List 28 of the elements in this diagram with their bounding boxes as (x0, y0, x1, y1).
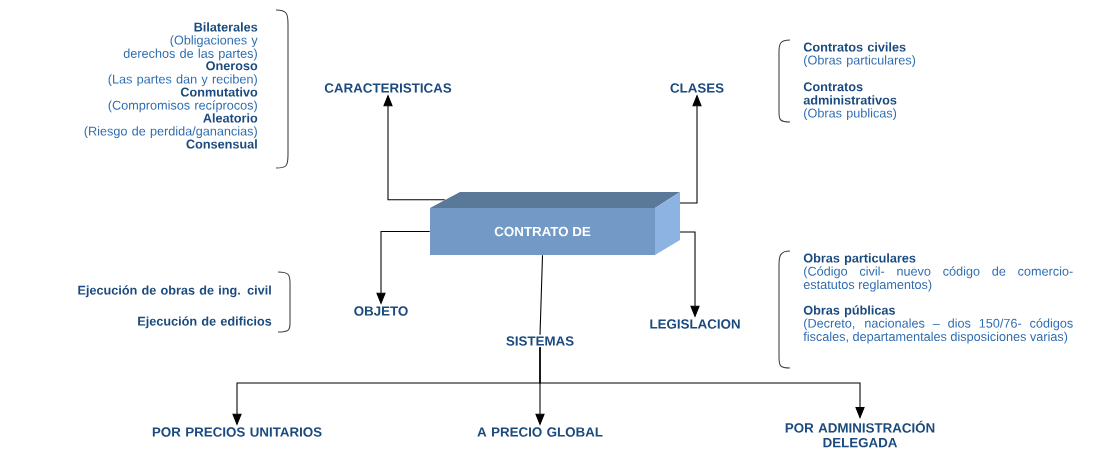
description-text: (Riesgo de perdida/ganancias) (84, 126, 257, 139)
heading-label: POR ADMINISTRACIÓN DELEGADA (785, 420, 935, 448)
heading-label: SISTEMAS (506, 336, 574, 346)
item-heading: Aleatorio (203, 113, 258, 123)
description-text: (Las partes dan y reciben) (108, 74, 257, 87)
box-3d: CONTRATO DE (430, 192, 680, 255)
item-heading: Ejecución de edificios (138, 316, 272, 329)
item-heading: Ejecución de obras de ing. civil (78, 285, 271, 298)
heading-label: OBJETO (354, 306, 408, 316)
item-heading: Conmutativo (180, 87, 258, 97)
description-text: (Obras publicas) (804, 108, 897, 121)
heading-label: A PRECIO GLOBAL (477, 427, 603, 437)
description-text: (Obras particulares) (804, 55, 916, 68)
description-text: (Decreto, nacionales – dios 150/76- códigos fiscales, departamentales disposiciones varias) (803, 318, 1073, 344)
item-heading: Obras particulares (803, 253, 916, 266)
item-heading: Contratos civiles (803, 42, 906, 52)
heading-label: CLASES (670, 83, 724, 93)
description-text: (Compromisos recíprocos) (108, 100, 257, 113)
item-heading: Obras públicas (803, 305, 895, 318)
item-heading: Bilaterales (194, 22, 258, 32)
item-heading: Oneroso (206, 61, 258, 71)
item-heading: Contratos administrativos (803, 82, 897, 105)
heading-label: POR PRECIOS UNITARIOS (152, 427, 322, 437)
heading-label: LEGISLACION (650, 319, 740, 329)
description-text: (Obligaciones y derechos de las partes) (123, 35, 258, 61)
heading-label: CARACTERISTICAS (324, 83, 452, 93)
description-text: (Código civil- nuevo código de comercio- estatutos reglamentos) (803, 266, 1073, 292)
item-heading: Consensual (186, 139, 257, 149)
